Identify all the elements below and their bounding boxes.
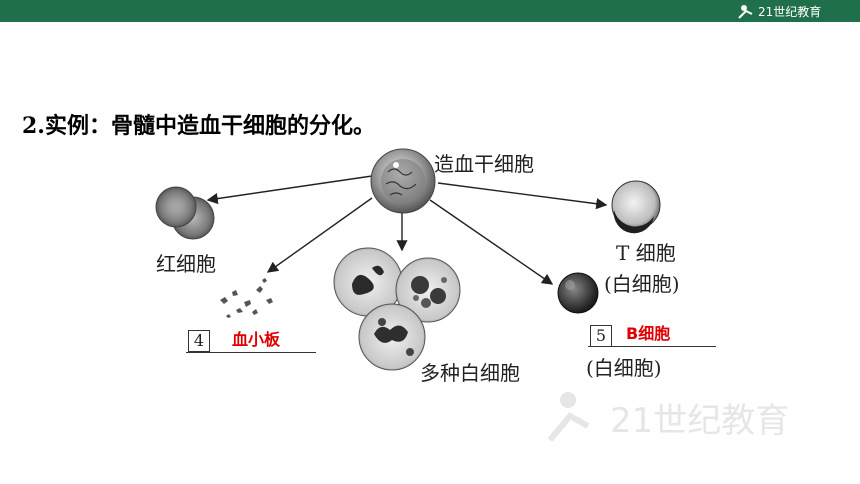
watermark-logo: 21世纪教育: [547, 392, 789, 442]
page-title: 2.实例：骨髓中造血干细胞的分化。: [22, 113, 375, 139]
stem-cell-label: 造血干细胞: [434, 152, 534, 176]
watermark-text: 21世纪教育: [610, 401, 789, 441]
header-bar: 21世纪教育: [0, 0, 860, 22]
stem-cell-image: [370, 148, 436, 214]
white-blood-cells-image: [333, 247, 461, 371]
b-cell-image: [557, 272, 599, 314]
red-cell-label: 红细胞: [156, 252, 216, 276]
brand-logo-text: 21世纪教育: [758, 4, 821, 19]
platelet-image: [220, 278, 273, 318]
t-cell-image: [611, 180, 661, 234]
arrow-to-t-cell: [437, 182, 608, 210]
blank-5-answer: B细胞: [626, 324, 671, 343]
blank-4-underline: [186, 352, 316, 353]
blank-5-underline: [588, 346, 716, 347]
brand-logo: 21世纪教育: [738, 4, 821, 19]
arrows: [206, 175, 608, 285]
arrow-to-b-cell: [429, 199, 554, 285]
t-cell-label: T 细胞: [616, 241, 676, 265]
arrow-to-platelet: [266, 197, 373, 273]
arrow-to-red-cell: [206, 175, 373, 205]
red-blood-cell-image: [155, 186, 215, 240]
blank-4-number: 4: [188, 330, 210, 352]
blank-4-answer: 血小板: [232, 330, 281, 349]
blank-5-sub-label: (白细胞): [586, 356, 662, 380]
blank-5-number: 5: [590, 325, 612, 347]
white-cells-label: 多种白细胞: [420, 361, 520, 385]
t-cell-sub-label: (白细胞): [604, 272, 680, 296]
